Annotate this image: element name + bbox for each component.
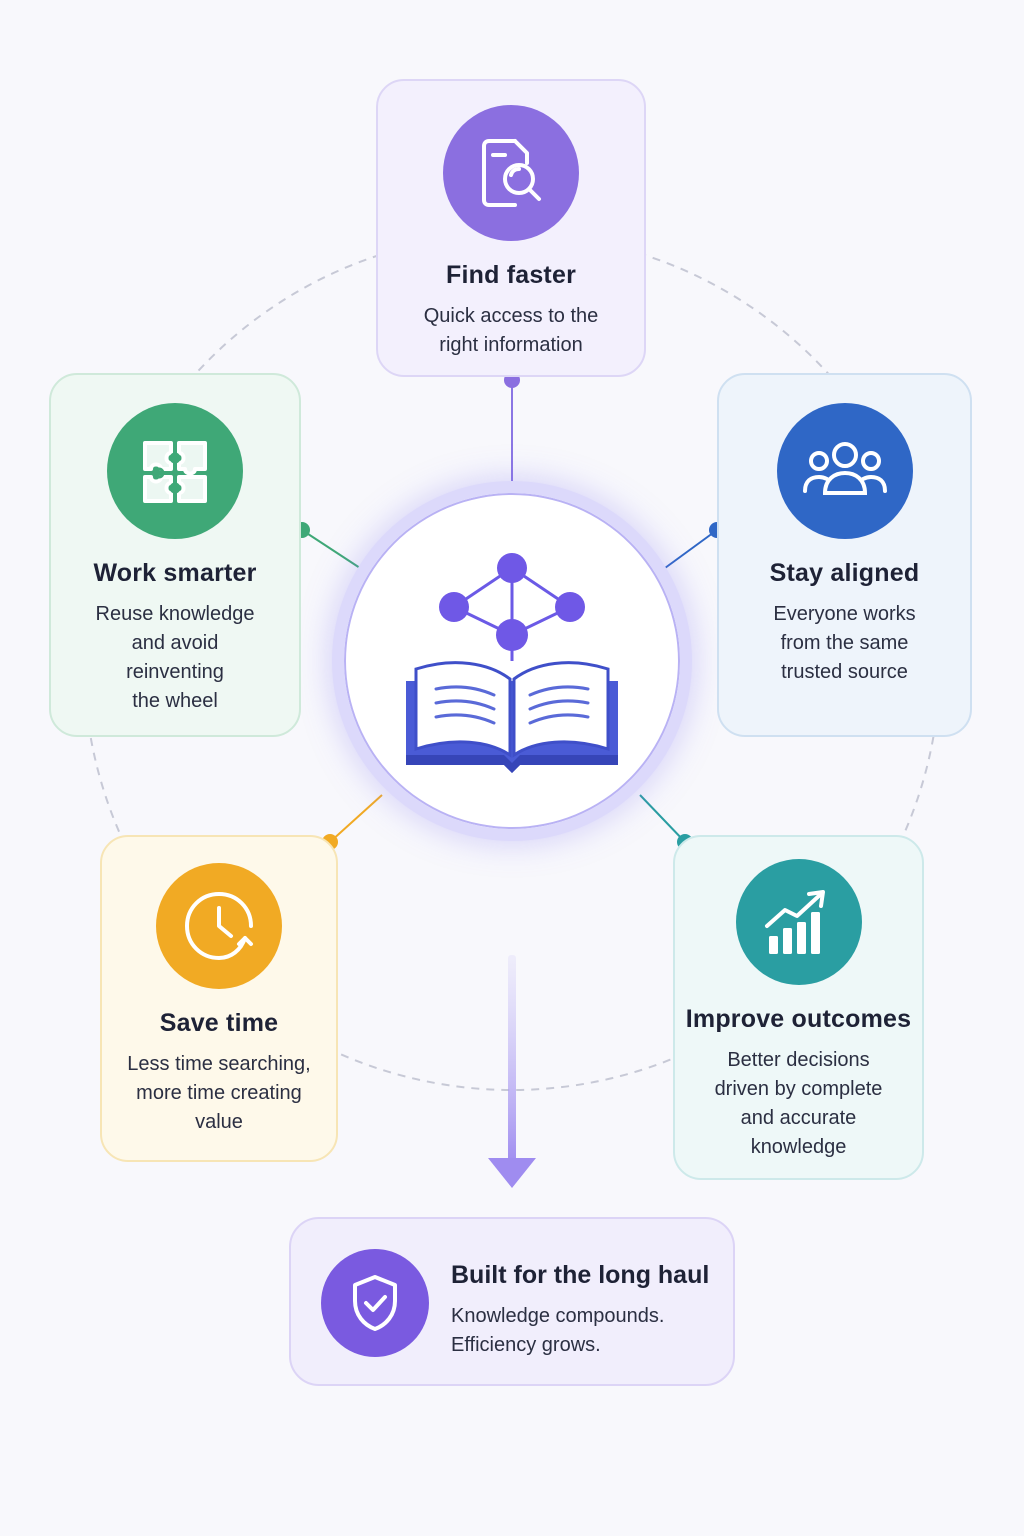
connector-improve-outcomes: [639, 794, 686, 843]
arrow-head: [488, 1158, 536, 1188]
card-description: Better decisions driven by complete and …: [714, 1049, 883, 1158]
card-title: Work smarter: [93, 559, 257, 587]
network-graph-icon: [439, 553, 585, 661]
arrow-shaft: [508, 955, 516, 1165]
card-description: Quick access to the right information: [423, 305, 599, 356]
card-title: Stay aligned: [769, 559, 920, 587]
connector-stay-aligned: [664, 529, 718, 569]
card-save-time: Save time Less time searching, more time…: [100, 835, 338, 1162]
card-description: Less time searching, more time creating …: [127, 1053, 311, 1133]
card-stay-aligned: Stay aligned Everyone works from the sam…: [717, 373, 972, 737]
document-search-icon: [482, 139, 541, 207]
knowledge-hub: [332, 481, 692, 841]
puzzle-icon: [143, 441, 207, 503]
long-haul-icon-badge: [321, 1249, 429, 1357]
work-smarter-icon-badge: [107, 403, 243, 539]
save-time-icon-badge: [156, 863, 282, 989]
card-find-faster: Find faster Quick access to the right in…: [376, 79, 646, 377]
card-title: Improve outcomes: [685, 1005, 912, 1033]
team-icon: [802, 442, 887, 495]
card-title: Save time: [159, 1009, 279, 1037]
open-book-icon: [406, 661, 618, 773]
card-improve-outcomes: Improve outcomes Better decisions driven…: [673, 835, 924, 1180]
connector-work-smarter: [301, 529, 361, 569]
long-haul-title: Built for the long haul: [451, 1261, 710, 1289]
growth-chart-icon: [764, 890, 825, 954]
card-title: Find faster: [446, 261, 576, 289]
card-description: Reuse knowledge and avoid reinventing th…: [95, 603, 255, 712]
card-work-smarter: Work smarter Reuse knowledge and avoid r…: [49, 373, 301, 737]
long-haul-description: Knowledge compounds. Efficiency grows.: [451, 1305, 665, 1356]
connector-save-time: [329, 794, 383, 843]
clock-icon: [185, 892, 253, 960]
find-faster-icon-badge: [443, 105, 579, 241]
card-description: Everyone works from the same trusted sou…: [773, 603, 916, 683]
stay-aligned-icon-badge: [776, 403, 913, 539]
improve-outcomes-icon-badge: [735, 859, 862, 985]
long-haul-card: Built for the long haul Knowledge compou…: [289, 1217, 735, 1386]
shield-check-icon: [353, 1275, 397, 1331]
